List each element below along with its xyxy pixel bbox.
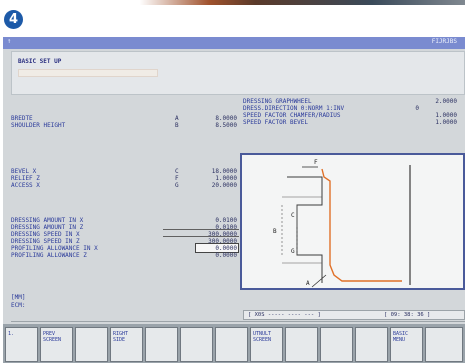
param-value-dress-amount-z[interactable]: 0.0100 xyxy=(215,224,237,231)
param-value-profiling-x[interactable]: 0.0000 xyxy=(215,245,237,252)
unit-indicator: [MM] xyxy=(11,294,26,301)
param-value-dress-speed-z[interactable]: 300.0000 xyxy=(208,238,237,245)
softkey-13[interactable] xyxy=(425,327,463,362)
top-decoration-strip xyxy=(0,0,465,5)
separator-line xyxy=(163,236,239,237)
softkey-prev-screen[interactable]: PREV SCREEN xyxy=(40,327,73,362)
back-arrow-icon: ↑ xyxy=(7,37,12,45)
softkey-basic-menu[interactable]: BASIC MENU xyxy=(390,327,423,362)
param-value-dress-speed-x[interactable]: 300.0000 xyxy=(208,231,237,238)
status-segment-1: [ X0S ----- ---- --- ] xyxy=(248,312,321,318)
param-value-profiling-z[interactable]: 0.0000 xyxy=(215,252,237,259)
param-label-bevel-x: BEVEL X xyxy=(11,168,37,175)
divider xyxy=(11,321,465,322)
active-input-field[interactable] xyxy=(195,243,239,253)
param-value-g[interactable]: 20.0000 xyxy=(211,182,237,189)
param-value-f[interactable]: 1.0000 xyxy=(215,175,237,182)
dimension-a xyxy=(311,274,327,288)
param-label-profiling-z: PROFILING ALLOWANCE Z xyxy=(11,252,87,259)
param-value-dress-direction[interactable]: 0 xyxy=(415,105,419,112)
param-value-b[interactable]: 8.5000 xyxy=(215,122,237,129)
param-letter-g: G xyxy=(175,182,179,189)
param-label-dress-amount-z: DRESSING AMOUNT IN Z xyxy=(11,224,84,231)
param-label-dress-speed-z: DRESSING SPEED IN Z xyxy=(11,238,80,245)
graph-label-c: C xyxy=(291,212,295,219)
softkey-7[interactable] xyxy=(215,327,248,362)
dressing-profile-path xyxy=(321,168,402,282)
param-label-dress-direction: DRESS.DIRECTION 0:NORM 1:INV xyxy=(243,105,345,112)
softkey-11[interactable] xyxy=(355,327,388,362)
param-label-dress-amount-x: DRESSING AMOUNT IN X xyxy=(11,217,84,224)
param-label-shoulder-height: SHOULDER HEIGHT xyxy=(11,122,66,129)
softkey-right-side[interactable]: RIGHT SIDE xyxy=(110,327,143,362)
param-value-dressing-graphwheel[interactable]: 2.0000 xyxy=(435,98,457,105)
param-label-dressing-graphwheel: DRESSING GRAPHWHEEL xyxy=(243,98,312,105)
param-value-dress-amount-x[interactable]: 0.0100 xyxy=(215,217,237,224)
status-bar: [ X0S ----- ---- --- ] [ 09: 38: 36 ] xyxy=(243,310,465,320)
param-label-access-x: ACCESS X xyxy=(11,182,40,189)
profile-graphic: F C B G A xyxy=(240,153,465,290)
param-letter-b: B xyxy=(175,122,179,129)
menu-subtitle xyxy=(18,69,158,77)
softkey-3[interactable] xyxy=(75,327,108,362)
param-label-speed-factor-chamfer: SPEED FACTOR CHAMFER/RADIUS xyxy=(243,112,341,119)
menu-title: BASIC SET UP xyxy=(18,58,62,65)
program-id: FIJRJBS xyxy=(431,38,457,45)
workpiece-outline xyxy=(287,176,323,283)
param-value-speed-factor-bevel[interactable]: 1.0000 xyxy=(435,119,457,126)
param-value-speed-factor-chamfer[interactable]: 1.0000 xyxy=(435,112,457,119)
param-value-c[interactable]: 18.0000 xyxy=(211,168,237,175)
param-label-dress-speed-x: DRESSING SPEED IN X xyxy=(11,231,80,238)
softkey-5[interactable] xyxy=(145,327,178,362)
cnc-screen: ↑ FIJRJBS BASIC SET UP BREDTE A 8.0000 S… xyxy=(3,37,465,363)
graph-label-g: G xyxy=(291,248,295,255)
softkey-6[interactable] xyxy=(180,327,213,362)
param-letter-a: A xyxy=(175,115,179,122)
title-bar: ↑ FIJRJBS xyxy=(3,37,465,49)
param-label-relief-z: RELIEF Z xyxy=(11,175,40,182)
param-label-profiling-x: PROFILING ALLOWANCE IN X xyxy=(11,245,98,252)
softkey-9[interactable] xyxy=(285,327,318,362)
separator-line xyxy=(163,229,239,230)
param-label-bredte: BREDTE xyxy=(11,115,33,122)
graph-label-a: A xyxy=(306,280,310,287)
ecm-indicator: ECM: xyxy=(11,302,26,309)
softkey-10[interactable] xyxy=(320,327,353,362)
param-letter-c: C xyxy=(175,168,179,175)
param-value-a[interactable]: 8.0000 xyxy=(215,115,237,122)
status-area: [MM] ECM: xyxy=(11,294,25,310)
graph-label-f: F xyxy=(314,159,318,166)
param-label-speed-factor-bevel: SPEED FACTOR BEVEL xyxy=(243,119,309,126)
softkey-utnult-screen[interactable]: UTNULT SCREEN xyxy=(250,327,283,362)
param-letter-f: F xyxy=(175,175,179,182)
step-number-badge: 4 xyxy=(4,10,23,29)
menu-header: BASIC SET UP xyxy=(11,51,465,95)
wheel-profile-drawing: F C B G A xyxy=(273,159,411,288)
softkey-1[interactable]: 1. xyxy=(5,327,38,362)
graph-label-b: B xyxy=(273,228,277,235)
status-time: [ 09: 38: 36 ] xyxy=(384,312,431,318)
softkey-bar: 1. PREV SCREEN RIGHT SIDE UTNULT SCREEN … xyxy=(3,324,465,363)
